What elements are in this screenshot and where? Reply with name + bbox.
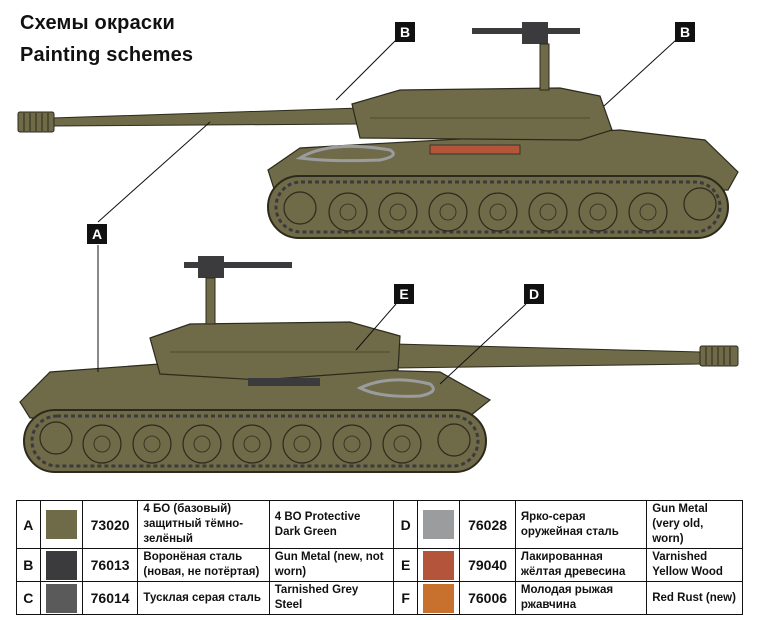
color-swatch: [39, 500, 83, 549]
color-swatch-fill: [422, 510, 455, 539]
color-swatch-fill: [45, 550, 77, 580]
callout-e: E: [394, 284, 414, 304]
paint-name-russian: Воронёная сталь (но­вая, не потёртая): [137, 548, 270, 582]
legend-letter: E: [393, 548, 418, 582]
color-swatch: [39, 548, 83, 582]
paint-name-russian: Лакированная жёлтая древесина: [514, 548, 648, 582]
paint-name-russian: 4 БО (базовый) защит­ный тёмно-зелёный: [137, 500, 270, 549]
callout-a: A: [87, 224, 107, 244]
paint-name-russian: Молодая рыжая ржавчина: [514, 581, 648, 615]
paint-code: 76013: [81, 548, 139, 582]
svg-text:B: B: [680, 24, 690, 40]
legend-letter: F: [393, 581, 418, 615]
paint-name-english: 4 BO Protective Dark Green: [268, 500, 395, 549]
color-swatch-fill: [422, 583, 455, 613]
paint-code: 79040: [459, 548, 516, 582]
legend-letter: A: [16, 500, 41, 549]
painting-scheme-illustration: B B A E D: [17, 22, 739, 473]
paint-code: 76028: [459, 500, 516, 549]
svg-text:B: B: [400, 24, 410, 40]
legend-letter: C: [16, 581, 41, 615]
tank-bottom-view: [19, 256, 739, 473]
color-swatch-fill: [45, 510, 77, 539]
paint-name-english: Tarnished Grey Steel: [268, 581, 395, 615]
color-swatch: [416, 500, 461, 549]
color-swatch: [416, 581, 461, 615]
callout-d: D: [524, 284, 544, 304]
paint-name-english: Gun Metal (very old, worn): [646, 500, 743, 549]
muzzle-brake-bottom: [699, 345, 739, 367]
turret-top: [351, 87, 613, 141]
tank-top-view: [17, 22, 739, 239]
paint-code: 76006: [459, 581, 516, 615]
turret-bottom: [149, 321, 401, 381]
paint-name-russian: Ярко-серая оружейная сталь: [514, 500, 648, 549]
legend-letter: D: [393, 500, 418, 549]
callout-b-right: B: [675, 22, 695, 42]
svg-text:D: D: [529, 286, 539, 302]
paint-name-english: Red Rust (new): [646, 581, 743, 615]
color-swatch-fill: [45, 583, 77, 613]
color-swatch: [39, 581, 83, 615]
paint-name-russian: Тусклая серая сталь: [137, 581, 270, 615]
svg-text:E: E: [399, 286, 408, 302]
color-swatch-fill: [422, 550, 455, 580]
callout-b-left: B: [395, 22, 415, 42]
paint-code: 73020: [81, 500, 139, 549]
title-english: Painting schemes: [20, 44, 194, 66]
title-russian: Схемы окраски: [20, 12, 175, 34]
color-swatch: [416, 548, 461, 582]
paint-name-english: Varnished Yellow Wood: [646, 548, 743, 582]
callout-lines: [97, 39, 677, 385]
svg-text:A: A: [92, 226, 102, 242]
legend-letter: B: [16, 548, 41, 582]
paint-name-english: Gun Metal (new, not worn): [268, 548, 395, 582]
paint-code: 76014: [81, 581, 139, 615]
